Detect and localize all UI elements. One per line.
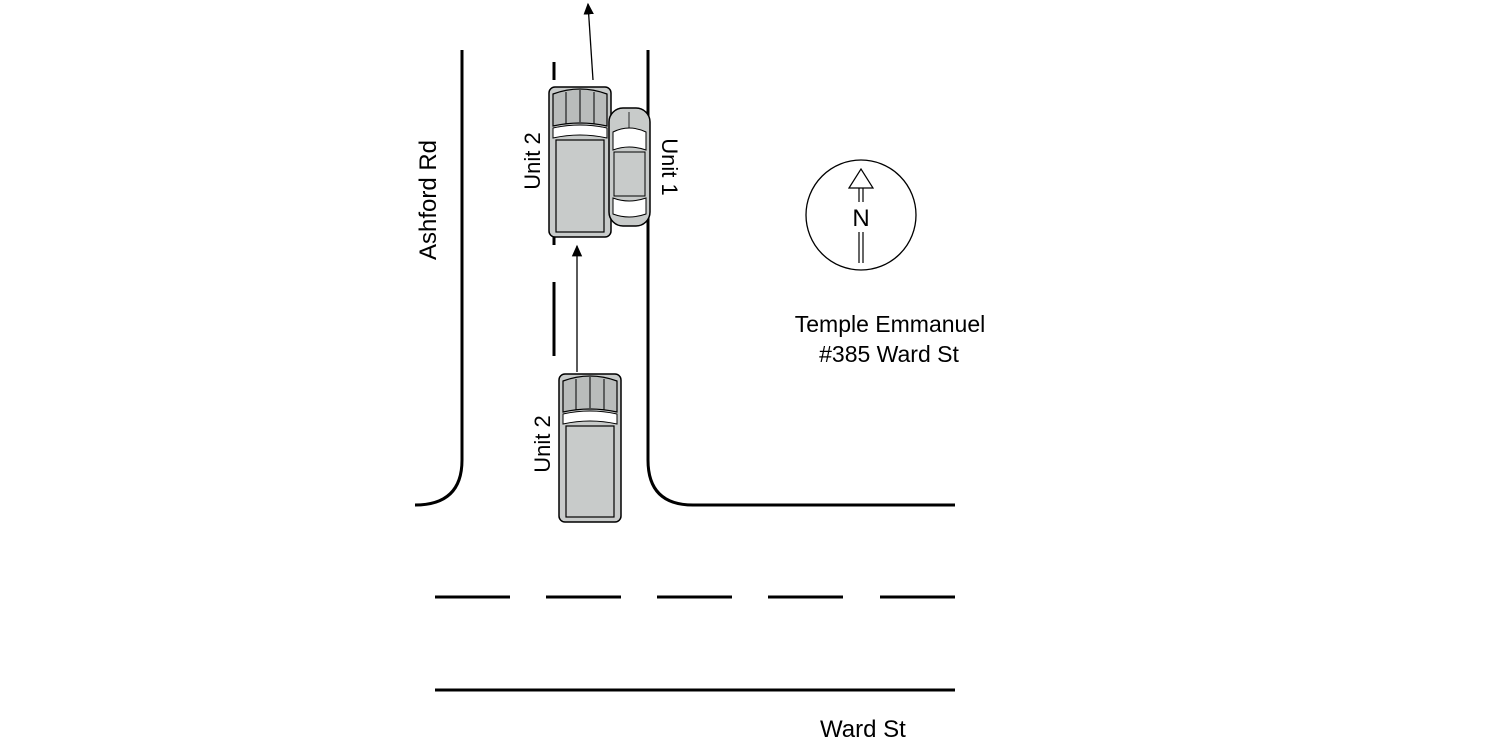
ashford-east-curb <box>646 50 955 507</box>
ashford-rd-label: Ashford Rd <box>415 140 442 260</box>
unit2-pre-truck <box>558 373 622 523</box>
landmark-address: #385 Ward St <box>819 341 959 367</box>
unit2-post-truck <box>548 86 612 238</box>
unit2-departure-arrow <box>583 2 594 81</box>
north-arrow-icon: N <box>805 159 917 271</box>
unit1-car <box>608 107 651 227</box>
unit2-post-label: Unit 2 <box>520 132 545 189</box>
ashford-west-curb <box>414 50 464 507</box>
unit1-label: Unit 1 <box>657 138 682 195</box>
ward-st-label: Ward St <box>820 716 906 743</box>
landmark-name: Temple Emmanuel <box>795 311 985 337</box>
compass-label: N <box>852 205 869 232</box>
unit2-pre-label: Unit 2 <box>530 415 555 472</box>
